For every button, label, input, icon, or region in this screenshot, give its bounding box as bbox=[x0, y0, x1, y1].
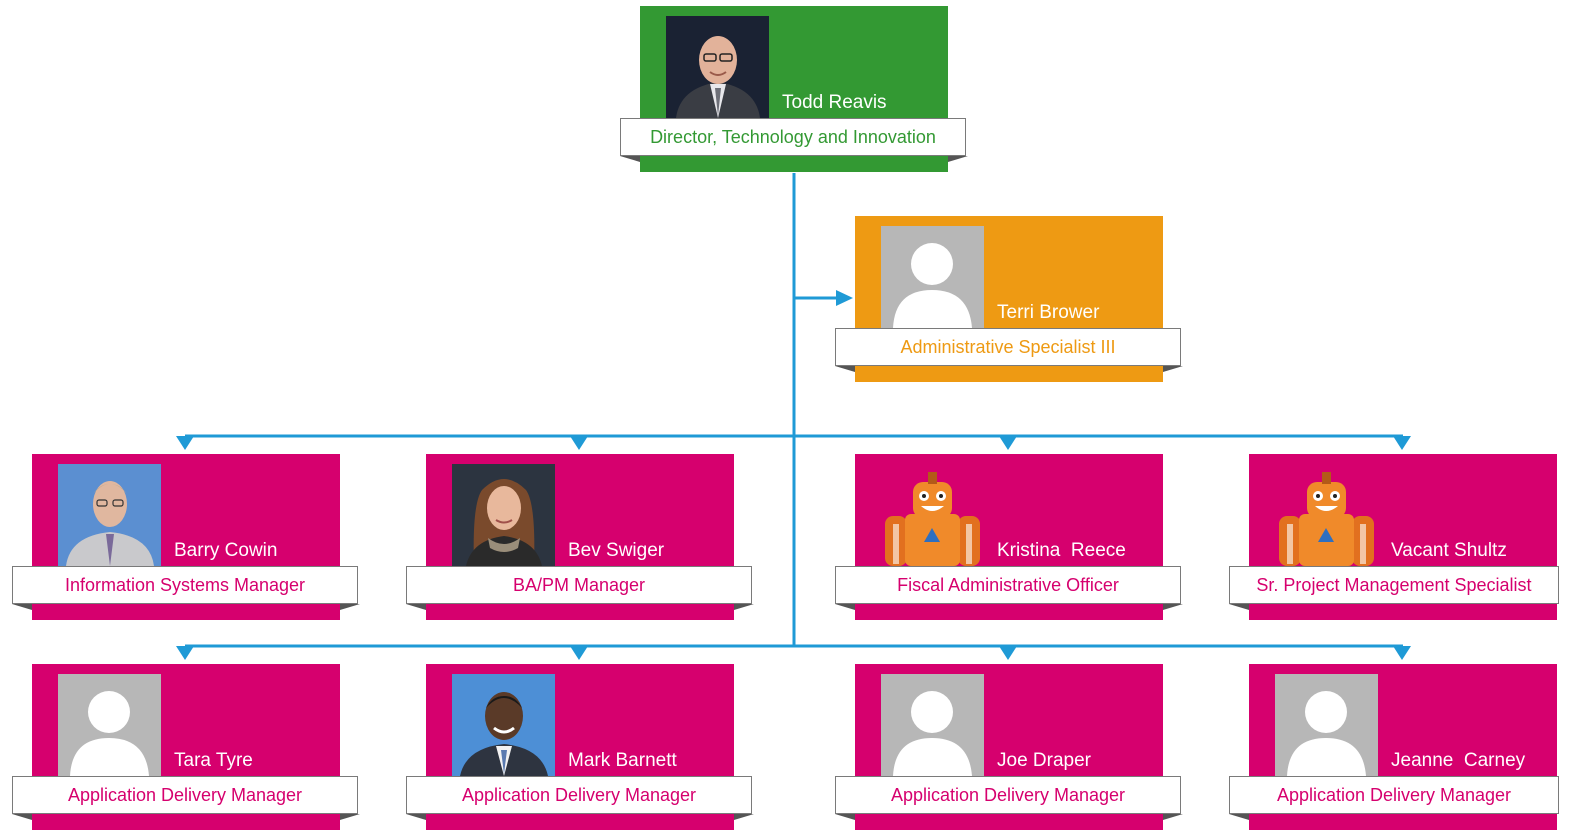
arrow-down-icon bbox=[1393, 646, 1411, 660]
node-title: Application Delivery Manager bbox=[835, 776, 1181, 814]
node-name: Tara Tyre bbox=[174, 750, 253, 771]
photo-barry-cowin bbox=[58, 464, 161, 566]
node-assistant[interactable]: Terri Brower Administrative Specialist I… bbox=[835, 216, 1183, 382]
arrow-down-icon bbox=[570, 436, 588, 450]
node-name: Vacant Shultz bbox=[1391, 540, 1507, 561]
node-director[interactable]: Todd Reavis Director, Technology and Inn… bbox=[620, 6, 968, 172]
ribbon-fold-right bbox=[734, 604, 754, 610]
ribbon-fold-left bbox=[12, 814, 32, 820]
robot-mascot-icon bbox=[881, 464, 984, 566]
ribbon-fold-left bbox=[406, 814, 426, 820]
arrow-down-icon bbox=[1393, 436, 1411, 450]
assistant-arrow-icon bbox=[836, 290, 853, 306]
ribbon-fold-right bbox=[1163, 604, 1183, 610]
node-name: Bev Swiger bbox=[568, 540, 665, 561]
node-staff[interactable]: Mark Barnett Application Delivery Manage… bbox=[406, 664, 754, 830]
placeholder-avatar-icon bbox=[881, 226, 984, 328]
photo-bev-swiger bbox=[452, 464, 555, 566]
node-title: Application Delivery Manager bbox=[12, 776, 358, 814]
ribbon-fold-left bbox=[12, 604, 32, 610]
ribbon-fold-right bbox=[1163, 366, 1183, 372]
placeholder-avatar-icon bbox=[58, 674, 161, 776]
robot-mascot-icon bbox=[1275, 464, 1378, 566]
node-title: BA/PM Manager bbox=[406, 566, 752, 604]
node-name: Terri Brower bbox=[997, 302, 1100, 323]
ribbon-fold-right bbox=[948, 156, 968, 162]
ribbon-fold-right bbox=[734, 814, 754, 820]
placeholder-avatar-icon bbox=[1275, 674, 1378, 776]
ribbon-fold-left bbox=[1229, 604, 1249, 610]
ribbon-fold-left bbox=[835, 814, 855, 820]
node-staff[interactable]: Vacant Shultz Sr. Project Management Spe… bbox=[1229, 454, 1559, 620]
node-staff[interactable]: Jeanne Carney Application Delivery Manag… bbox=[1229, 664, 1559, 830]
node-staff[interactable]: Tara Tyre Application Delivery Manager bbox=[12, 664, 360, 830]
ribbon-fold-left bbox=[620, 156, 640, 162]
node-title: Application Delivery Manager bbox=[406, 776, 752, 814]
node-title: Director, Technology and Innovation bbox=[620, 118, 966, 156]
node-staff[interactable]: Barry Cowin Information Systems Manager bbox=[12, 454, 360, 620]
node-name: Mark Barnett bbox=[568, 750, 677, 771]
photo-mark-barnett bbox=[452, 674, 555, 776]
placeholder-avatar-icon bbox=[881, 674, 984, 776]
node-name: Todd Reavis bbox=[782, 92, 887, 113]
arrow-down-icon bbox=[570, 646, 588, 660]
node-title: Application Delivery Manager bbox=[1229, 776, 1559, 814]
ribbon-fold-right bbox=[1163, 814, 1183, 820]
node-title: Fiscal Administrative Officer bbox=[835, 566, 1181, 604]
arrow-down-icon bbox=[999, 436, 1017, 450]
arrow-down-icon bbox=[176, 436, 194, 450]
node-name: Barry Cowin bbox=[174, 540, 278, 561]
node-name: Joe Draper bbox=[997, 750, 1091, 771]
node-name: Jeanne Carney bbox=[1391, 750, 1526, 771]
node-title: Administrative Specialist III bbox=[835, 328, 1181, 366]
node-name: Kristina Reece bbox=[997, 540, 1126, 561]
node-staff[interactable]: Joe Draper Application Delivery Manager bbox=[835, 664, 1183, 830]
arrow-down-icon bbox=[176, 646, 194, 660]
node-staff[interactable]: Kristina Reece Fiscal Administrative Off… bbox=[835, 454, 1183, 620]
ribbon-fold-left bbox=[1229, 814, 1249, 820]
ribbon-fold-right bbox=[340, 814, 360, 820]
ribbon-fold-right bbox=[340, 604, 360, 610]
photo-todd-reavis bbox=[666, 16, 769, 118]
arrow-down-icon bbox=[999, 646, 1017, 660]
ribbon-fold-left bbox=[835, 604, 855, 610]
ribbon-fold-left bbox=[406, 604, 426, 610]
ribbon-fold-left bbox=[835, 366, 855, 372]
node-staff[interactable]: Bev Swiger BA/PM Manager bbox=[406, 454, 754, 620]
node-title: Information Systems Manager bbox=[12, 566, 358, 604]
node-title: Sr. Project Management Specialist bbox=[1229, 566, 1559, 604]
